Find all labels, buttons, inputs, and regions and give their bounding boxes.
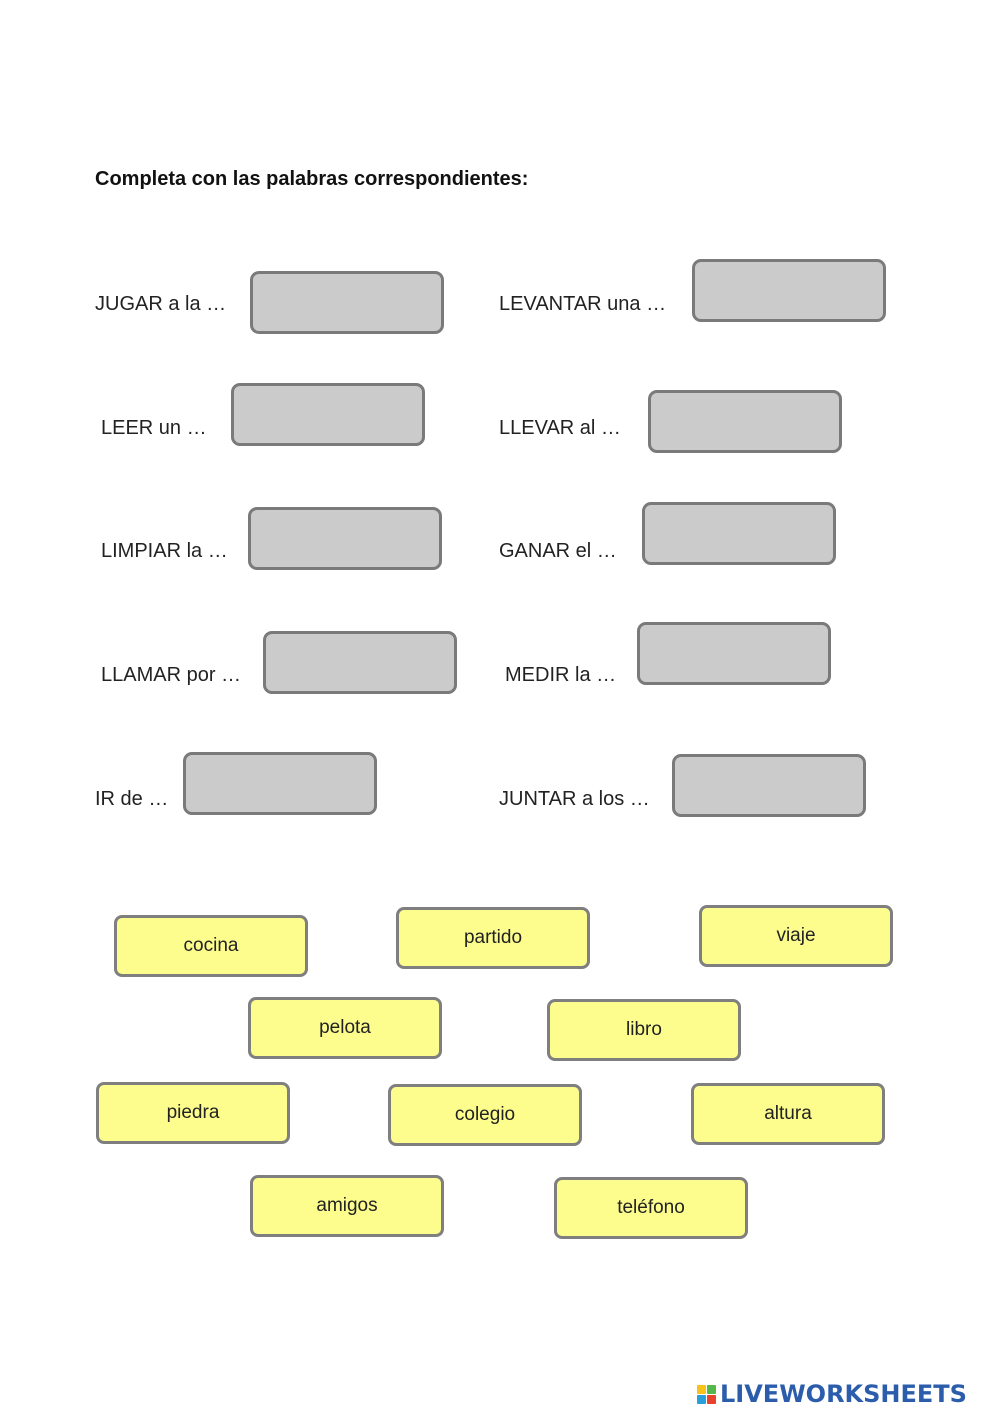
drop-zone-ir[interactable]	[183, 752, 377, 815]
prompt-llevar: LLEVAR al …	[499, 417, 621, 439]
prompt-jugar: JUGAR a la …	[95, 293, 227, 315]
word-tile-viaje[interactable]: viaje	[699, 905, 893, 967]
drop-zone-juntar[interactable]	[672, 754, 866, 817]
prompt-medir: MEDIR la …	[505, 664, 617, 686]
word-tile-libro[interactable]: libro	[547, 999, 741, 1061]
drop-zone-jugar[interactable]	[250, 271, 444, 334]
prompt-ir: IR de …	[95, 788, 169, 810]
word-tile-partido[interactable]: partido	[396, 907, 590, 969]
word-tile-amigos[interactable]: amigos	[250, 1175, 444, 1237]
instruction-title: Completa con las palabras correspondient…	[95, 168, 529, 190]
drop-zone-medir[interactable]	[637, 622, 831, 685]
drop-zone-leer[interactable]	[231, 383, 425, 446]
word-tile-telefono[interactable]: teléfono	[554, 1177, 748, 1239]
prompt-levantar: LEVANTAR una …	[499, 293, 667, 315]
liveworksheets-logo-icon	[697, 1384, 716, 1404]
prompt-juntar: JUNTAR a los …	[499, 788, 650, 810]
drop-zone-levantar[interactable]	[692, 259, 886, 322]
word-tile-colegio[interactable]: colegio	[388, 1084, 582, 1146]
prompt-ganar: GANAR el …	[499, 540, 617, 562]
liveworksheets-logo: LIVEWORKSHEETS	[697, 1378, 967, 1410]
word-tile-altura[interactable]: altura	[691, 1083, 885, 1145]
word-tile-piedra[interactable]: piedra	[96, 1082, 290, 1144]
prompt-limpiar: LIMPIAR la …	[101, 540, 228, 562]
prompt-llamar: LLAMAR por …	[101, 664, 242, 686]
drop-zone-llevar[interactable]	[648, 390, 842, 453]
drop-zone-ganar[interactable]	[642, 502, 836, 565]
word-tile-cocina[interactable]: cocina	[114, 915, 308, 977]
word-tile-pelota[interactable]: pelota	[248, 997, 442, 1059]
drop-zone-limpiar[interactable]	[248, 507, 442, 570]
prompt-leer: LEER un …	[101, 417, 207, 439]
logo-text: LIVEWORKSHEETS	[720, 1380, 967, 1408]
drop-zone-llamar[interactable]	[263, 631, 457, 694]
